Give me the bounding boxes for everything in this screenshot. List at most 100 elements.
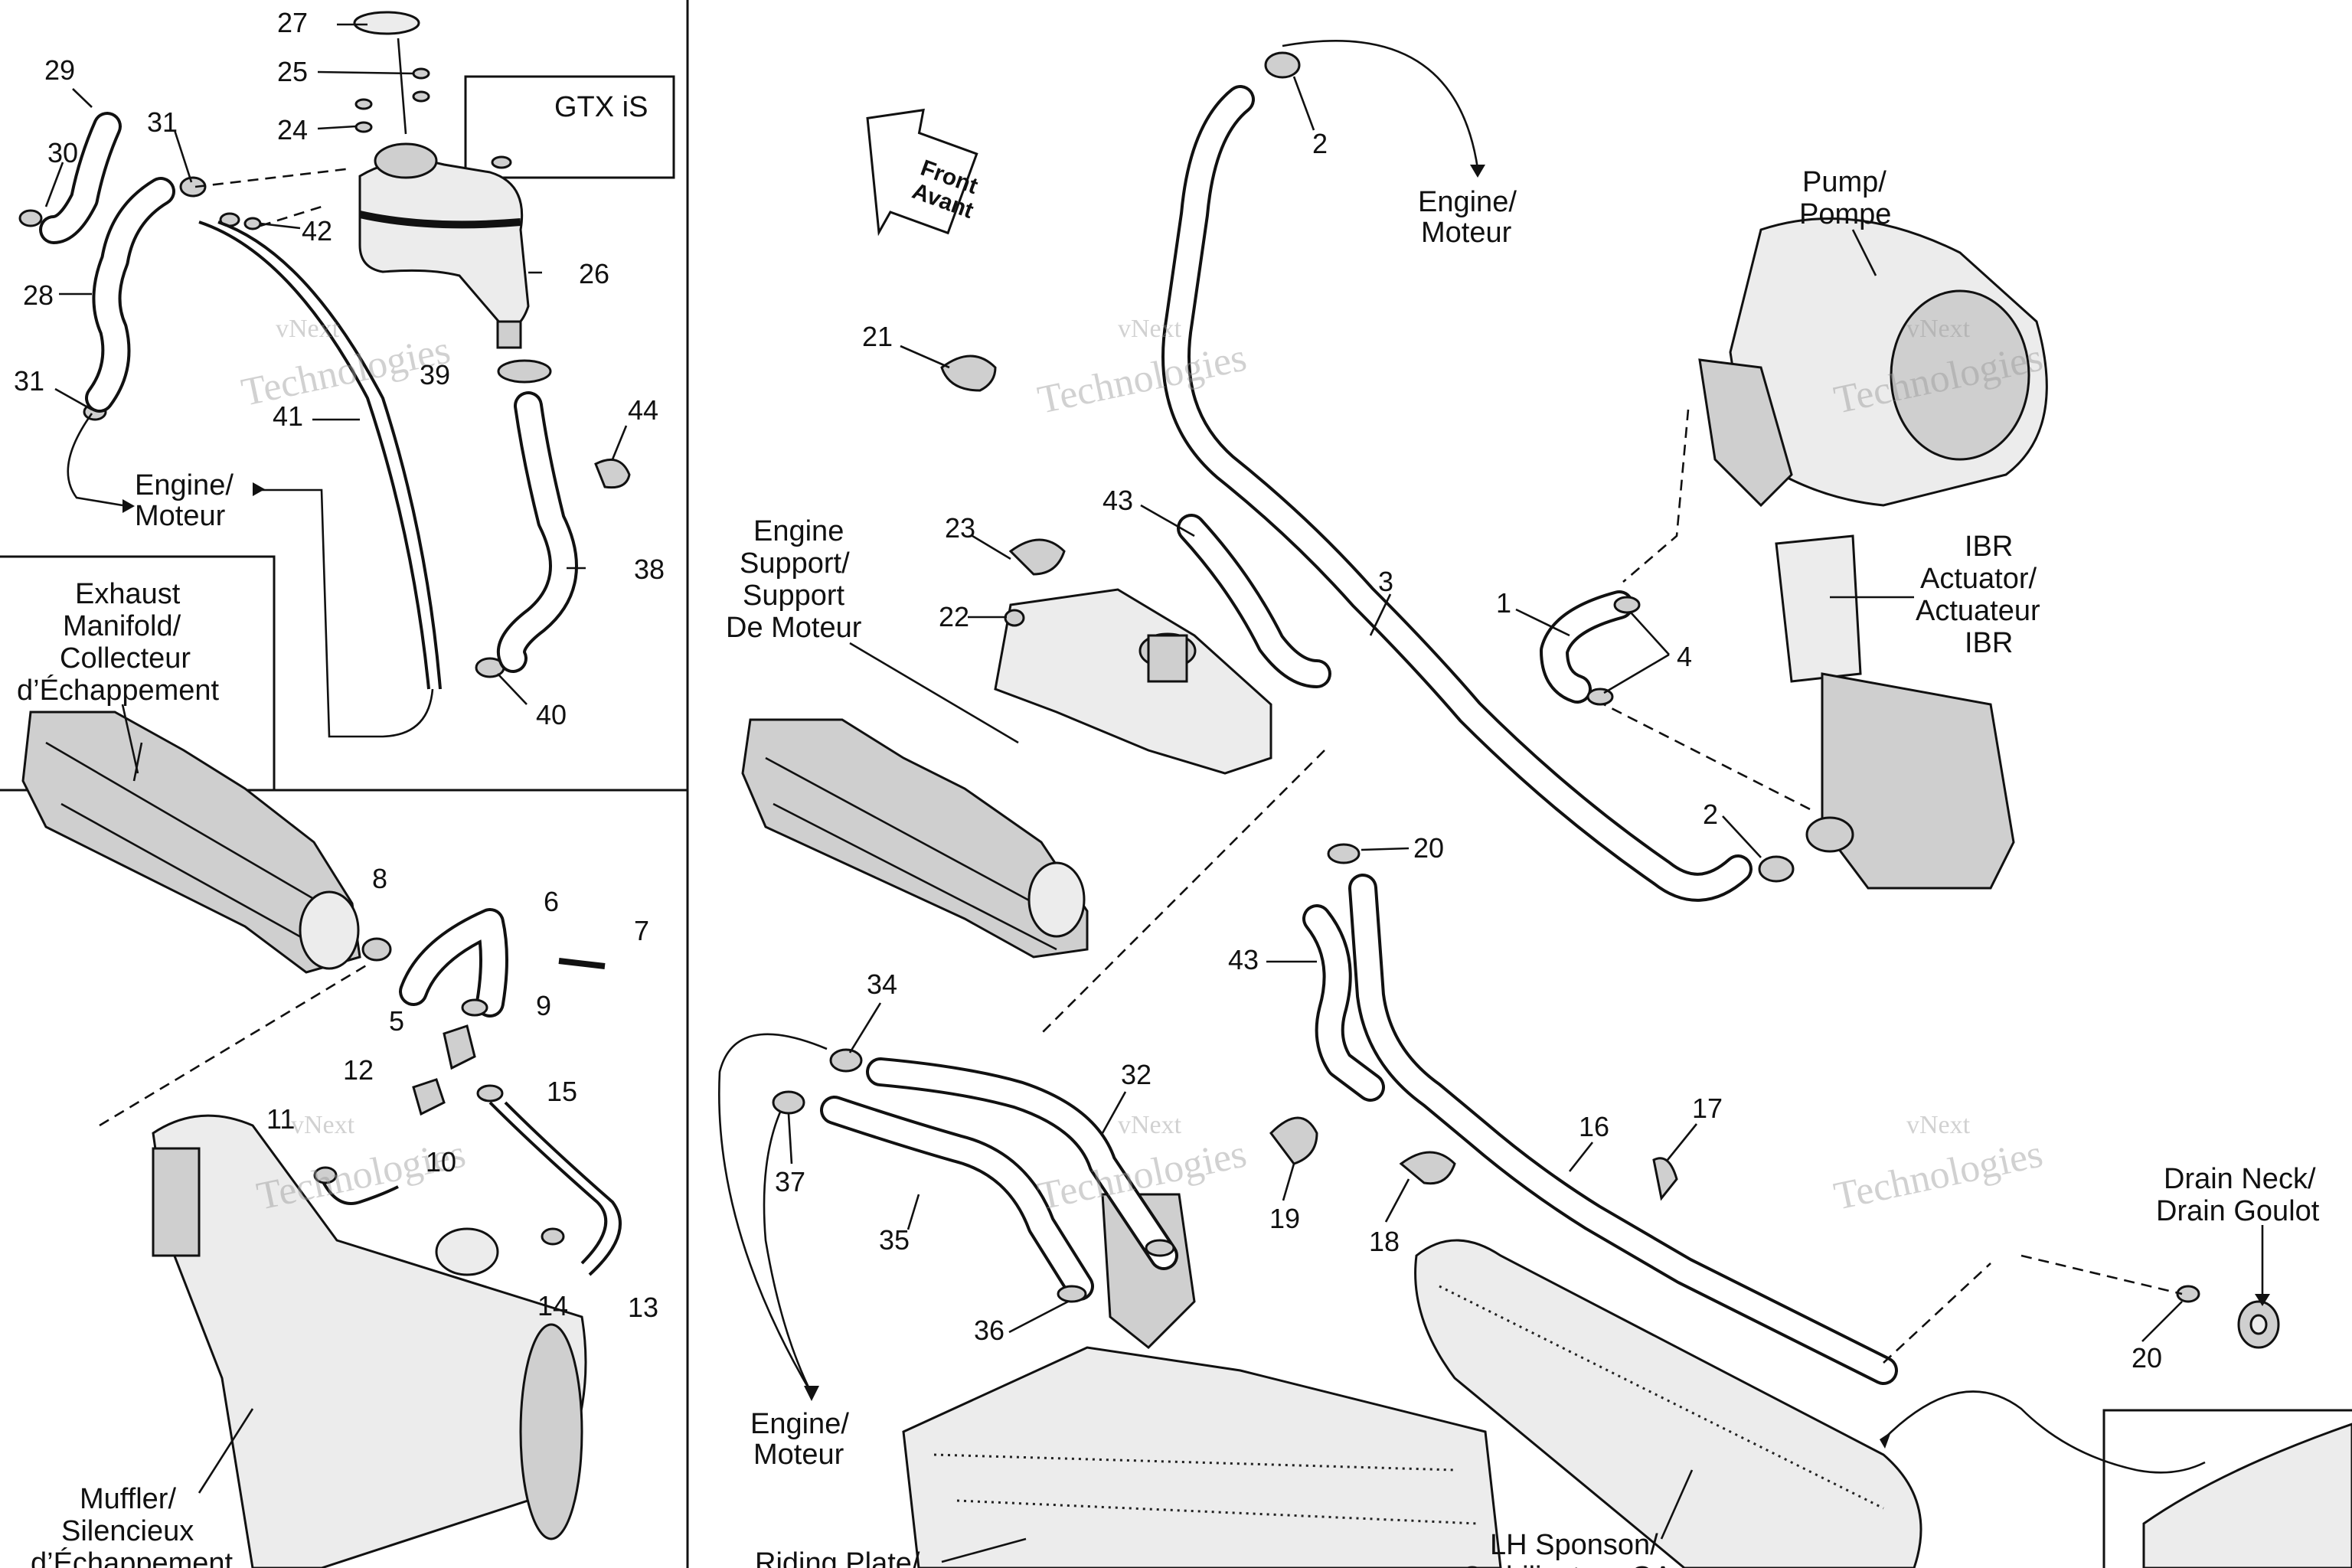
callout-34: 34: [867, 969, 897, 1000]
callout-20-center: 20: [1413, 832, 1444, 864]
support-label-line1: Engine: [753, 515, 844, 547]
gtx-is-label: GTX iS: [554, 91, 648, 123]
muffler-label-line1: Muffler/: [80, 1483, 176, 1515]
muffler-label-line3: d’Échappement: [31, 1547, 234, 1568]
watermark-2-line2: Technologies: [1034, 335, 1250, 422]
callout-37: 37: [775, 1166, 805, 1197]
clamp-17: [1652, 1157, 1678, 1201]
callout-31-bottom: 31: [14, 365, 44, 397]
leader-lines-top-left: [44, 23, 628, 705]
callout-18: 18: [1369, 1226, 1400, 1257]
support-label-line2: Support/: [740, 547, 850, 580]
part-12: [412, 1078, 446, 1116]
callout-32: 32: [1121, 1059, 1152, 1090]
ibr-label-line2: Actuator/: [1920, 563, 2037, 595]
clamp-20: [1327, 843, 1361, 864]
callout-29: 29: [44, 54, 75, 86]
clamp-37: [772, 1090, 805, 1115]
muffler-label-line2: Silencieux: [61, 1515, 194, 1547]
hoses-top-left: [39, 112, 578, 738]
callout-40: 40: [536, 699, 567, 730]
ibr-actuator: [1775, 534, 2015, 890]
callout-35: 35: [879, 1224, 910, 1256]
callout-10: 10: [426, 1146, 456, 1178]
clamp-2-top: [1264, 51, 1301, 79]
callout-13: 13: [628, 1292, 658, 1323]
clamp-21: [940, 354, 997, 392]
callout-numbers: 1 2 2 3 4 5 6 7 8 9 10 11 12 13 14 15 16…: [14, 7, 2162, 1374]
callout-24: 24: [277, 114, 308, 145]
watermark-2-line1: vNext: [1118, 315, 1182, 343]
engine-label-left-line2: Moteur: [135, 500, 226, 532]
callout-7: 7: [634, 915, 649, 946]
callout-31-top: 31: [147, 106, 178, 138]
hoses-right: [99, 40, 2206, 1474]
callout-26: 26: [579, 258, 609, 289]
callout-22: 22: [939, 601, 969, 632]
ibr-label-line3: Actuateur: [1916, 595, 2040, 627]
clamp-18: [1399, 1151, 1456, 1185]
callout-43-bottom: 43: [1228, 944, 1259, 975]
exhaust-manifold: [21, 710, 361, 974]
callout-17: 17: [1692, 1093, 1723, 1124]
watermark-1-line1: vNext: [276, 315, 340, 343]
callout-4: 4: [1677, 641, 1692, 672]
callout-41: 41: [273, 400, 303, 432]
sponson-label-line2: Stabilisateur GA: [1462, 1561, 1673, 1568]
front-arrow: [866, 108, 978, 237]
clamp-11: [313, 1166, 338, 1184]
callout-8: 8: [372, 863, 387, 894]
exhaust-label-line1: Exhaust: [75, 578, 181, 610]
engine-label-left-line1: Engine/: [135, 469, 234, 501]
callout-27: 27: [277, 7, 308, 38]
sponson-label-line1: LH Sponson/: [1490, 1529, 1658, 1561]
tee-5: [443, 1024, 476, 1070]
callout-16: 16: [1579, 1111, 1609, 1142]
callout-14: 14: [537, 1290, 568, 1321]
clamp-36: [1057, 1285, 1087, 1303]
callout-28: 28: [23, 279, 54, 311]
gtx-is-box: [464, 75, 675, 179]
engine-label-bottom-line1: Engine/: [750, 1408, 849, 1440]
callout-12: 12: [343, 1054, 374, 1086]
label-leaders: [121, 229, 1914, 1563]
callout-20-right: 20: [2132, 1342, 2162, 1374]
watermark-5-line2: Technologies: [1831, 1132, 2047, 1218]
grommet-22: [1004, 609, 1025, 627]
clamp-2-bottom: [1758, 855, 1795, 883]
clamp-44: [594, 458, 631, 489]
callout-11: 11: [266, 1103, 295, 1135]
clamp-19: [1269, 1116, 1318, 1165]
callout-30: 30: [47, 137, 78, 168]
hoses-mid-left: [313, 908, 622, 1276]
support-label-line4: De Moteur: [726, 612, 862, 644]
exhaust-label-line3: Collecteur: [60, 642, 191, 675]
clamps-right: [772, 51, 1795, 1303]
callout-44: 44: [628, 394, 658, 426]
reservoir-small-parts: [18, 67, 631, 678]
callout-2-bottom: 2: [1703, 799, 1718, 830]
callout-38: 38: [634, 554, 665, 585]
reservoir-cap: [353, 11, 420, 35]
watermark-3-line1: vNext: [1906, 315, 1971, 343]
engine-label-bottom-line2: Moteur: [753, 1439, 844, 1471]
callout-15: 15: [547, 1076, 577, 1107]
pump-label-line1: Pump/: [1802, 166, 1886, 198]
callout-1: 1: [1496, 587, 1511, 619]
callout-19: 19: [1269, 1203, 1300, 1234]
reservoir-tank: [353, 11, 530, 349]
clamp-8: [361, 937, 392, 962]
watermark-6-line1: vNext: [291, 1111, 355, 1139]
riding-plate-label: Riding Plate/: [755, 1547, 920, 1568]
drain-label-line1: Drain Neck/: [2164, 1163, 2316, 1195]
ibr-label-line4: IBR: [1965, 627, 2013, 659]
exhaust-label-line4: d’Échappement: [17, 674, 220, 707]
pump: [1698, 217, 2048, 508]
callout-6: 6: [544, 886, 559, 917]
muffler: [152, 1114, 587, 1568]
riding-plate: [902, 1193, 1502, 1568]
callout-5: 5: [389, 1005, 404, 1037]
text-labels: GTX iS Engine/ Moteur Engine/ Moteur Eng…: [17, 91, 2320, 1568]
pump-label-line2: Pompe: [1799, 198, 1891, 230]
